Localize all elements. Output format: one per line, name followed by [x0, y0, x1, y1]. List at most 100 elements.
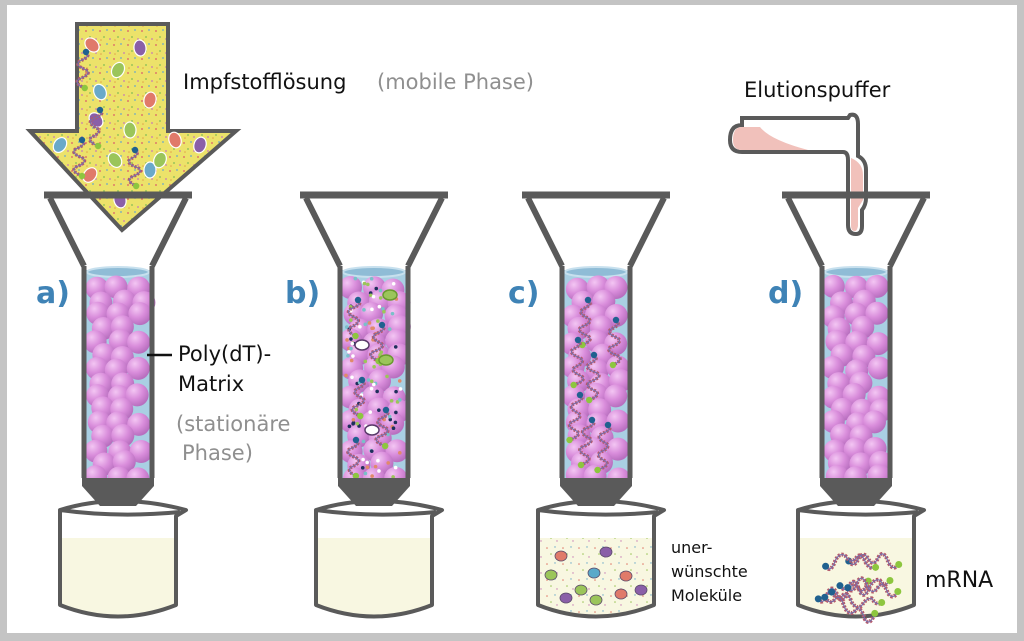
unwanted-molecule: [587, 567, 601, 579]
impurity-dot: [361, 457, 365, 462]
beaker-liquid: [317, 538, 431, 615]
column-b: [300, 191, 448, 506]
impurity-dot: [358, 324, 362, 329]
impurity-dot: [347, 350, 351, 354]
impurity-dot: [369, 276, 374, 281]
impurity-dot: [376, 458, 380, 463]
polya-tail: [570, 381, 577, 389]
sample-molecule: [82, 167, 98, 183]
impurity-dot: [368, 410, 373, 414]
impurity-dot: [389, 399, 394, 403]
impurity-dot: [369, 379, 374, 384]
buffer-surface: [342, 266, 406, 278]
impurity-dot: [360, 465, 365, 470]
impurity-dot: [378, 296, 383, 300]
impurity-dot: [344, 325, 349, 329]
mrna-strand: [607, 316, 622, 369]
protein-molecule: [382, 289, 398, 301]
column-a: [44, 191, 192, 506]
impurity-dot: [398, 451, 402, 455]
mrna-cap: [96, 106, 104, 114]
impurity-dot: [351, 420, 356, 425]
matrix-label-line2: Matrix: [178, 372, 245, 396]
impurity-dot: [370, 474, 374, 478]
buffer-surface: [564, 266, 628, 278]
beaker-outline: [314, 499, 444, 619]
impurity-dot: [397, 379, 402, 383]
mrna-strand: [577, 416, 596, 469]
mrna-cap: [584, 296, 592, 304]
stationary-label-line1: (stationäre: [176, 412, 291, 436]
polya-tail: [566, 436, 573, 444]
polya-tail: [895, 561, 903, 569]
mrna-cap: [814, 595, 822, 603]
impurity-dot: [391, 475, 395, 479]
beaker-liquid: [61, 538, 175, 615]
impurity-dot: [347, 424, 352, 429]
impurity-dot: [371, 294, 376, 299]
protein-molecule: [364, 424, 380, 436]
beaker-d: [796, 499, 926, 624]
impurity-dot: [362, 308, 366, 312]
bead: [606, 437, 630, 461]
impurity-dot: [398, 387, 403, 391]
impurity-dot: [354, 407, 359, 412]
sample-molecule: [168, 131, 182, 149]
column-wall: [81, 266, 155, 478]
mrna-strand: [821, 593, 879, 624]
impurity-dot: [375, 389, 379, 394]
column-wall: [337, 266, 411, 478]
elution-buffer-label: Elutionspuffer: [744, 78, 891, 102]
unwanted-molecule: [574, 584, 588, 596]
impurity-dot: [363, 471, 368, 476]
mrna-cap: [378, 321, 386, 329]
unwanted-molecule: [544, 569, 558, 581]
mrna-strand: [374, 406, 390, 450]
mrna-cap: [382, 406, 390, 414]
mrna-strand: [88, 106, 104, 150]
polya-tail: [577, 461, 585, 469]
sample-molecule: [143, 161, 157, 179]
polya-tail: [894, 587, 902, 595]
bead: [385, 439, 409, 463]
bead: [108, 329, 132, 353]
mrna-strand: [75, 48, 90, 92]
sample-molecule: [52, 136, 68, 154]
polya-tail: [78, 172, 86, 180]
polya-tail: [357, 412, 364, 420]
impurity-dot: [391, 426, 396, 431]
impurity-dot: [377, 469, 381, 473]
bead: [606, 409, 630, 433]
mrna-strand: [126, 146, 142, 190]
beaker-outline: [536, 499, 666, 619]
impurity-dot: [394, 410, 398, 415]
impurity-dot: [350, 375, 354, 380]
funnel-walls: [525, 196, 667, 268]
impurity-dot: [349, 337, 353, 341]
mrna-cap: [821, 593, 829, 601]
impurity-dot: [377, 304, 382, 309]
impurity-dot: [379, 350, 384, 354]
sample-molecule: [133, 39, 147, 57]
unwanted-molecule: [634, 584, 648, 596]
input-note: (mobile Phase): [377, 70, 534, 94]
bead: [126, 356, 150, 380]
impurity-dot: [362, 281, 367, 286]
beaker-b: [314, 499, 444, 619]
impurity-dot: [372, 365, 376, 369]
beaker-outline: [796, 499, 926, 619]
waste-molecules: [544, 546, 648, 606]
impurity-dot: [381, 307, 385, 311]
impurity-dot: [367, 321, 372, 325]
mrna-strand: [569, 336, 585, 389]
impurity-dot: [398, 398, 402, 402]
sample-molecule: [107, 151, 123, 169]
column-outlet: [820, 478, 892, 506]
unwanted-molecule: [619, 570, 633, 582]
bead: [865, 301, 889, 325]
impurity-dot: [369, 386, 374, 391]
step-label-c: c): [508, 276, 540, 311]
impurity-dot: [374, 286, 379, 291]
mrna-strand: [594, 421, 612, 474]
mrna-cap: [828, 588, 836, 596]
